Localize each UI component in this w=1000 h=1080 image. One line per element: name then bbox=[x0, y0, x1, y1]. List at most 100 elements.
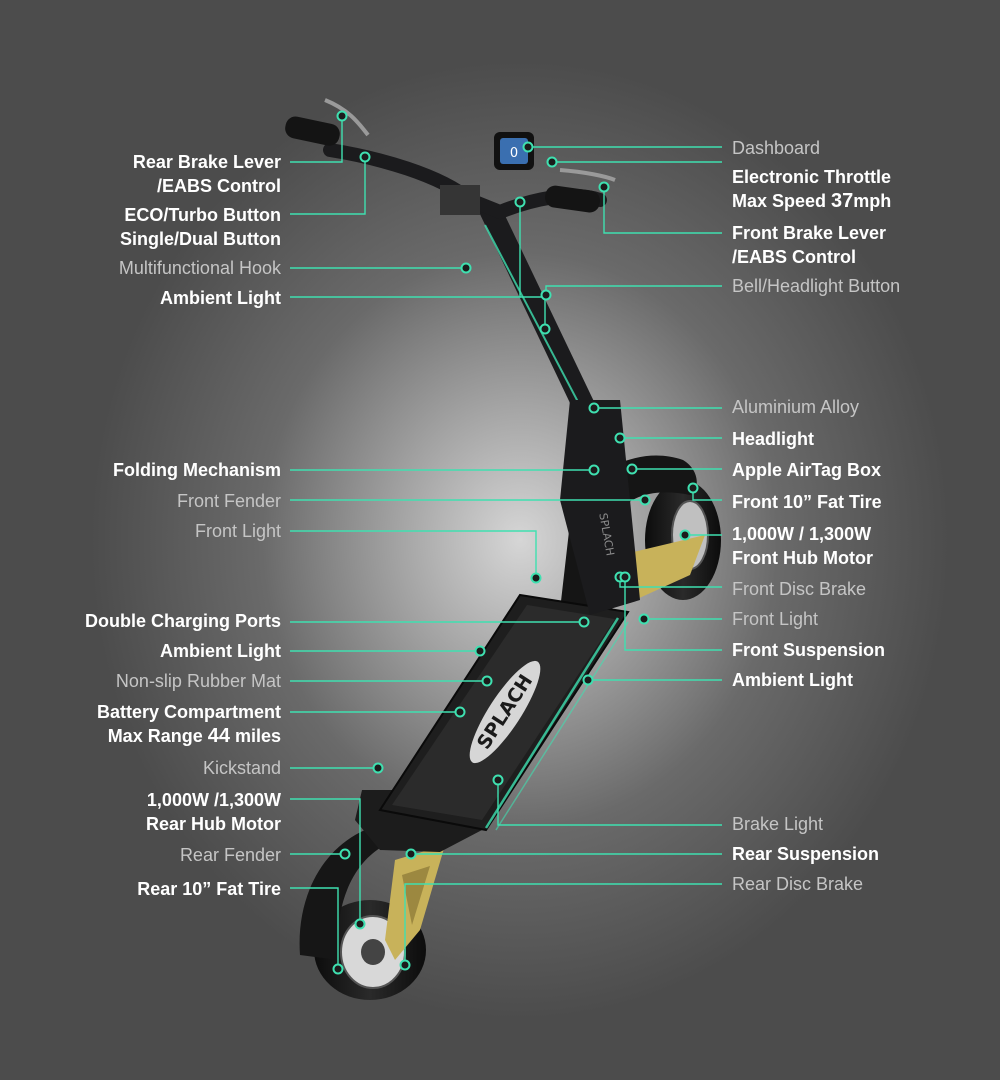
leader-line bbox=[290, 157, 366, 215]
label-dashboard: Dashboard bbox=[732, 138, 821, 158]
dashboard-display: 0 bbox=[510, 146, 518, 161]
label-line: Max Speed 37mph bbox=[732, 189, 891, 213]
leader-dot bbox=[405, 848, 417, 860]
label-rear-hub-motor: 1,000W /1,300W Rear Hub Motor bbox=[146, 788, 281, 836]
handlebar bbox=[285, 98, 616, 220]
label-front-light-left: Front Light bbox=[194, 521, 281, 541]
stem: SPLACH bbox=[478, 205, 640, 615]
leader-line bbox=[603, 187, 722, 234]
leader-dot bbox=[454, 706, 466, 718]
leader-dot bbox=[546, 156, 558, 168]
label-double-charging-ports: Double Charging Ports bbox=[84, 611, 281, 631]
label-headlight: Headlight bbox=[732, 429, 815, 449]
label-line: Battery Compartment bbox=[96, 702, 281, 722]
leader-dot bbox=[514, 196, 526, 208]
leader-dot bbox=[339, 848, 351, 860]
label-ambient-light-right: Ambient Light bbox=[732, 670, 853, 690]
label-eco-turbo-button: ECO/Turbo Button Single/Dual Button bbox=[120, 203, 281, 251]
label-rear-suspension: Rear Suspension bbox=[732, 844, 880, 864]
leader-dot bbox=[578, 616, 590, 628]
label-front-fender: Front Fender bbox=[176, 491, 281, 511]
leader-dot bbox=[372, 762, 384, 774]
leader-dot bbox=[540, 289, 552, 301]
leader-dot bbox=[354, 918, 366, 930]
label-bell-headlight-button: Bell/Headlight Button bbox=[732, 276, 901, 296]
label-line: Single/Dual Button bbox=[120, 229, 281, 249]
label-front-suspension: Front Suspension bbox=[732, 640, 885, 660]
label-line: Rear Brake Lever bbox=[132, 152, 281, 172]
label-line: Electronic Throttle bbox=[732, 167, 892, 187]
leader-dot bbox=[588, 464, 600, 476]
deck: SPLACH bbox=[378, 593, 630, 832]
leader-dot bbox=[687, 482, 699, 494]
label-front-disc-brake: Front Disc Brake bbox=[732, 579, 867, 599]
leader-line bbox=[624, 577, 722, 651]
leader-lines bbox=[290, 116, 722, 969]
leader-line bbox=[404, 883, 722, 965]
label-text: mph bbox=[853, 191, 892, 211]
label-front-light-right: Front Light bbox=[732, 609, 819, 629]
leader-dot bbox=[492, 774, 504, 786]
leader-dot bbox=[626, 463, 638, 475]
label-line: /EABS Control bbox=[157, 176, 281, 196]
label-non-slip-mat: Non-slip Rubber Mat bbox=[115, 671, 281, 691]
label-line: /EABS Control bbox=[732, 247, 856, 267]
leader-dot bbox=[639, 494, 651, 506]
leader-line bbox=[545, 285, 722, 295]
label-line: 1,000W / 1,300W bbox=[732, 524, 872, 544]
label-line: ECO/Turbo Button bbox=[124, 205, 281, 225]
leader-dot bbox=[332, 963, 344, 975]
dashboard-unit: 0 bbox=[494, 132, 534, 170]
label-rear-fender: Rear Fender bbox=[179, 845, 281, 865]
label-text: miles bbox=[229, 726, 281, 746]
leader-dot bbox=[481, 675, 493, 687]
leader-line bbox=[290, 798, 361, 924]
rear-suspension bbox=[385, 845, 445, 960]
label-aluminium-alloy: Aluminium Alloy bbox=[732, 397, 860, 417]
leader-dots bbox=[332, 110, 699, 975]
label-apple-airtag-box: Apple AirTag Box bbox=[732, 460, 882, 480]
leader-dot bbox=[336, 110, 348, 122]
label-line: Max Range 44 miles bbox=[97, 724, 281, 748]
leader-dot bbox=[614, 432, 626, 444]
leader-dot bbox=[539, 323, 551, 335]
label-line: Front Brake Lever bbox=[732, 223, 887, 243]
label-kickstand: Kickstand bbox=[202, 758, 281, 778]
leader-line bbox=[497, 780, 722, 826]
label-brake-light: Brake Light bbox=[732, 814, 824, 834]
label-front-hub-motor: 1,000W / 1,300W Front Hub Motor bbox=[732, 522, 873, 570]
label-ambient-light-deck: Ambient Light bbox=[160, 641, 281, 661]
label-front-fat-tire: Front 10” Fat Tire bbox=[732, 492, 882, 512]
leader-dot bbox=[638, 613, 650, 625]
leader-dot bbox=[522, 141, 534, 153]
label-ambient-light-stem: Ambient Light bbox=[160, 288, 281, 308]
leader-dot bbox=[598, 181, 610, 193]
leader-dot bbox=[399, 959, 411, 971]
leader-dot bbox=[460, 262, 472, 274]
label-rear-brake-lever: Rear Brake Lever /EABS Control bbox=[133, 150, 281, 198]
label-front-brake-lever: Front Brake Lever /EABS Control bbox=[732, 221, 886, 269]
leader-dot bbox=[679, 529, 691, 541]
label-rear-disc-brake: Rear Disc Brake bbox=[732, 874, 864, 894]
label-rear-fat-tire: Rear 10” Fat Tire bbox=[137, 879, 281, 899]
label-electronic-throttle: Electronic Throttle Max Speed 37mph bbox=[732, 165, 891, 213]
label-text: Max Speed bbox=[732, 191, 832, 211]
leader-line bbox=[290, 887, 339, 969]
leader-dot bbox=[582, 674, 594, 686]
leader-line bbox=[290, 116, 343, 163]
label-line: 1,000W /1,300W bbox=[146, 790, 281, 810]
range-value: 44 bbox=[207, 725, 230, 747]
label-folding-mechanism: Folding Mechanism bbox=[112, 460, 281, 480]
speed-value: 37 bbox=[831, 190, 854, 212]
leader-line bbox=[290, 530, 537, 578]
label-text: Max Range bbox=[107, 726, 208, 746]
leader-dot bbox=[530, 572, 542, 584]
label-battery-compartment: Battery Compartment Max Range 44 miles bbox=[97, 700, 281, 748]
leader-dot bbox=[474, 645, 486, 657]
label-line: Rear Hub Motor bbox=[146, 814, 281, 834]
leader-dot bbox=[619, 571, 631, 583]
leader-dot bbox=[359, 151, 371, 163]
label-multifunctional-hook: Multifunctional Hook bbox=[118, 258, 281, 278]
